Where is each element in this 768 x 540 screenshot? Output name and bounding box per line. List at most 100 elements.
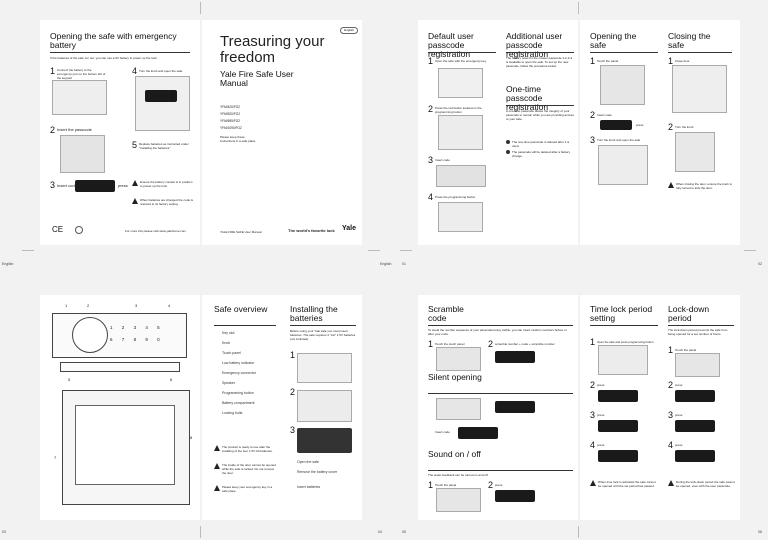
spread2-page-right: Opening the safe 1 Touch the panel 2 Ins… xyxy=(580,20,740,245)
step-num: 1 xyxy=(590,56,596,66)
note-bullet xyxy=(506,150,510,154)
lock-down-text: The lock-down period prevents the safe f… xyxy=(668,328,728,336)
battery-cover-illustration xyxy=(297,390,352,422)
programming-illustration xyxy=(438,202,483,232)
callout-number: 8 xyxy=(190,435,193,440)
title-rule xyxy=(428,325,573,326)
title-rule xyxy=(428,470,573,471)
step-num: 2 xyxy=(488,480,494,490)
note-text: The inside of the door cannot be opened … xyxy=(222,463,276,475)
scramble-text: To avoid the number sequence of your pas… xyxy=(428,328,567,336)
overview-item: Battery compartment xyxy=(222,401,255,405)
callout-number: 5 xyxy=(68,377,71,382)
safe-overview-title: Safe overview xyxy=(214,304,268,314)
step-text: Touch the panel xyxy=(675,348,697,352)
step-text: Touch the panel xyxy=(597,59,619,63)
step-num: 1 xyxy=(590,337,596,347)
keypad-graphic xyxy=(598,390,638,402)
step-text: Insert code xyxy=(435,158,450,162)
step-text: Insert code xyxy=(435,430,450,434)
title-rule xyxy=(506,52,574,53)
press-label: press xyxy=(675,413,683,417)
step-list-text: Open the safe xyxy=(297,460,319,464)
title-rule xyxy=(428,52,496,53)
keep-note: Please keep these instructions in a safe… xyxy=(220,135,257,143)
note-bullet xyxy=(506,140,510,144)
default-passcode-title: Default user passcode registration xyxy=(428,31,474,59)
press-label: press xyxy=(118,183,128,188)
title-rule xyxy=(50,52,190,53)
crop-mark xyxy=(200,526,201,538)
keypad-graphic xyxy=(458,427,498,439)
keypad-graphic xyxy=(145,90,177,102)
yale-logo: Yale xyxy=(342,225,357,232)
model-number: YFM/420/FG2 xyxy=(220,105,241,109)
overview-item: Emergency connector xyxy=(222,371,257,375)
key-digit: 4 xyxy=(145,325,152,330)
press-label: press xyxy=(675,383,683,387)
step-text: scramble number + code + scramble number xyxy=(495,342,555,346)
note-text: Please keep your emergency key in a safe… xyxy=(222,485,273,493)
step-text: Insert code xyxy=(597,113,612,117)
overview-item: Touch panel xyxy=(222,351,241,355)
key-digit: 7 xyxy=(121,337,129,342)
step-num: 5 xyxy=(132,140,138,150)
note-text: Ensure the battery contact is in positio… xyxy=(140,180,193,188)
hand-keypad-illustration xyxy=(436,398,481,420)
step-num: 4 xyxy=(590,440,596,450)
note-text: When batteries are changed the code is r… xyxy=(140,198,194,206)
additional-text: The factory reset for the master passcod… xyxy=(506,56,573,68)
step-num: 4 xyxy=(668,440,674,450)
note-text: When closing the door, ensure the knob i… xyxy=(676,182,732,190)
keypad-graphic xyxy=(75,180,115,192)
step-text: Press the programming button xyxy=(435,195,476,199)
page-number: English xyxy=(380,262,392,266)
step-num: 2 xyxy=(290,387,296,397)
key-illustration xyxy=(438,68,483,98)
language-badge: English xyxy=(340,27,358,34)
keypad-graphic xyxy=(495,401,535,413)
spread3-page-left: 1 2 3 4 5 6 7 8 9 0 1 2 3 4 5 6 7 8 xyxy=(40,295,200,520)
step-text: Press the red button located on the prog… xyxy=(435,106,482,114)
callout-number: 2 xyxy=(87,303,90,308)
note-text: When time lock is activated the safe can… xyxy=(598,480,656,488)
title-rule xyxy=(590,325,658,326)
crop-mark xyxy=(400,250,412,251)
step-num: 3 xyxy=(50,180,56,190)
battery-compartment-graphic xyxy=(297,428,352,453)
open-safe-illustration xyxy=(297,353,352,383)
keypad-graphic xyxy=(495,351,535,363)
warning-icon xyxy=(132,180,138,186)
keypad-graphic xyxy=(600,120,632,130)
callout-number: 1 xyxy=(65,303,68,308)
step-text: Touch the touch panel xyxy=(435,342,465,346)
safe-open-illustration xyxy=(135,76,190,131)
one-time-text: A one-time passcode allows the integrity… xyxy=(506,109,574,121)
spread1-page-left: Opening the safe with emergency battery … xyxy=(40,20,200,245)
page-number: 06 xyxy=(758,530,762,534)
note-text: During the lock-down period the safe can… xyxy=(676,480,735,488)
hand-keypad-illustration xyxy=(436,488,481,512)
step-list-text: Remove the battery cover xyxy=(297,470,338,474)
key-digit: 5 xyxy=(157,325,164,330)
hand-keypad-illustration xyxy=(675,353,720,377)
battery-intro: Before using your Yale safe you must ins… xyxy=(290,329,356,341)
sound-title: Sound on / off xyxy=(428,449,481,459)
step-num: 3 xyxy=(590,135,596,145)
closing-title: Closing the safe xyxy=(668,31,711,50)
tagline: The world's favorite lock xyxy=(288,228,335,233)
page-number: 05 xyxy=(402,530,406,534)
page-number: English xyxy=(2,262,14,266)
key-digit: 9 xyxy=(145,337,152,342)
step-num: 2 xyxy=(590,380,596,390)
battery-illustration xyxy=(52,80,107,115)
step-text: Turn the knob xyxy=(675,125,694,129)
warning-icon xyxy=(214,445,220,451)
step-num: 1 xyxy=(428,480,434,490)
title-rule xyxy=(290,325,356,326)
step-text: Close door xyxy=(675,59,690,63)
overview-item: Low battery indicator xyxy=(222,361,255,365)
crop-mark xyxy=(368,250,380,251)
callout-number: 3 xyxy=(135,303,138,308)
step-num: 1 xyxy=(428,339,434,349)
